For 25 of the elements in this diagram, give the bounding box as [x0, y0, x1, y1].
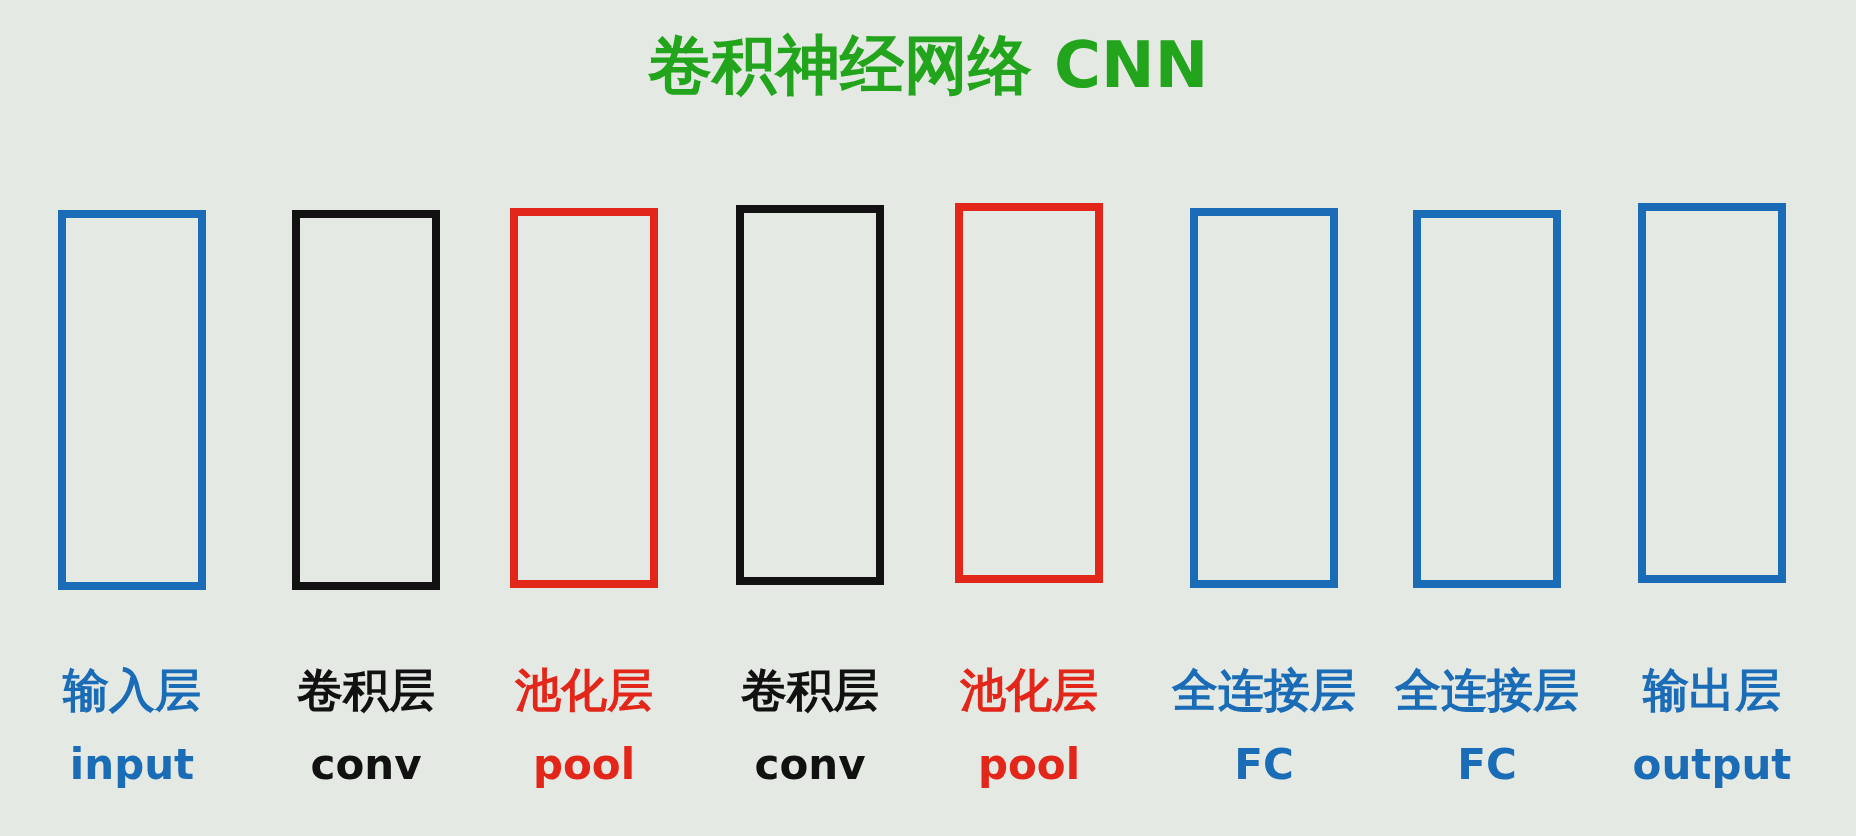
layer-name: 全连接层: [1170, 662, 1357, 719]
layer-term: output: [1631, 740, 1793, 789]
layer-box: [955, 203, 1103, 583]
layer-name: 输入层: [61, 662, 202, 719]
layer-box: [58, 210, 206, 590]
layer-box: [510, 208, 658, 588]
layer-box: [736, 205, 884, 585]
layer-box: [292, 210, 440, 590]
layer-term: input: [68, 740, 196, 789]
layer-term: FC: [1233, 740, 1295, 789]
layer-term: pool: [531, 740, 637, 789]
layer-box: [1413, 210, 1561, 588]
layer-term: pool: [976, 740, 1082, 789]
layer-name: 全连接层: [1393, 662, 1580, 719]
layer-name: 池化层: [959, 662, 1099, 719]
layer-name: 输出层: [1641, 662, 1782, 719]
layer-name: 卷积层: [296, 662, 436, 719]
layer-term: FC: [1456, 740, 1518, 789]
layer-term: conv: [309, 740, 423, 789]
layer-name: 卷积层: [740, 662, 880, 719]
layer-term: conv: [753, 740, 867, 789]
layer-box: [1638, 203, 1786, 583]
title: 卷积神经网络 CNN: [647, 28, 1209, 102]
layer-name: 池化层: [514, 662, 654, 719]
layer-box: [1190, 208, 1338, 588]
